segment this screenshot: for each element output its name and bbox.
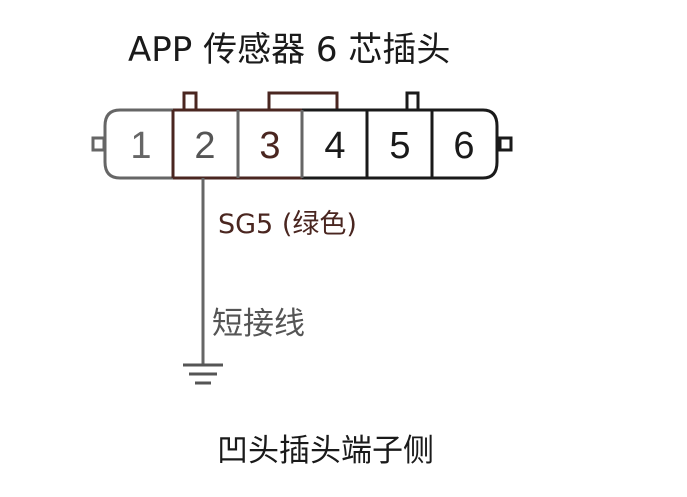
pin-2: 2	[194, 125, 215, 167]
short-label: 短接线	[212, 306, 305, 342]
pin-1: 1	[130, 125, 151, 167]
connector-body-left	[103, 108, 173, 180]
pin-4: 4	[324, 125, 345, 167]
right-latch	[498, 136, 513, 152]
tab-left	[182, 91, 198, 110]
diagram-title: APP 传感器 6 芯插头	[128, 30, 451, 70]
connector-body-right	[302, 108, 499, 180]
left-latch	[91, 136, 106, 152]
tab-middle	[267, 91, 339, 110]
pin-3: 3	[259, 125, 280, 167]
tab-right	[405, 91, 420, 110]
ground-icon	[183, 363, 223, 385]
pin-5: 5	[389, 125, 410, 167]
wire-label: SG5 (绿色)	[218, 209, 357, 240]
pin-6: 6	[453, 125, 474, 167]
footer-label: 凹头插头端子侧	[217, 433, 434, 469]
